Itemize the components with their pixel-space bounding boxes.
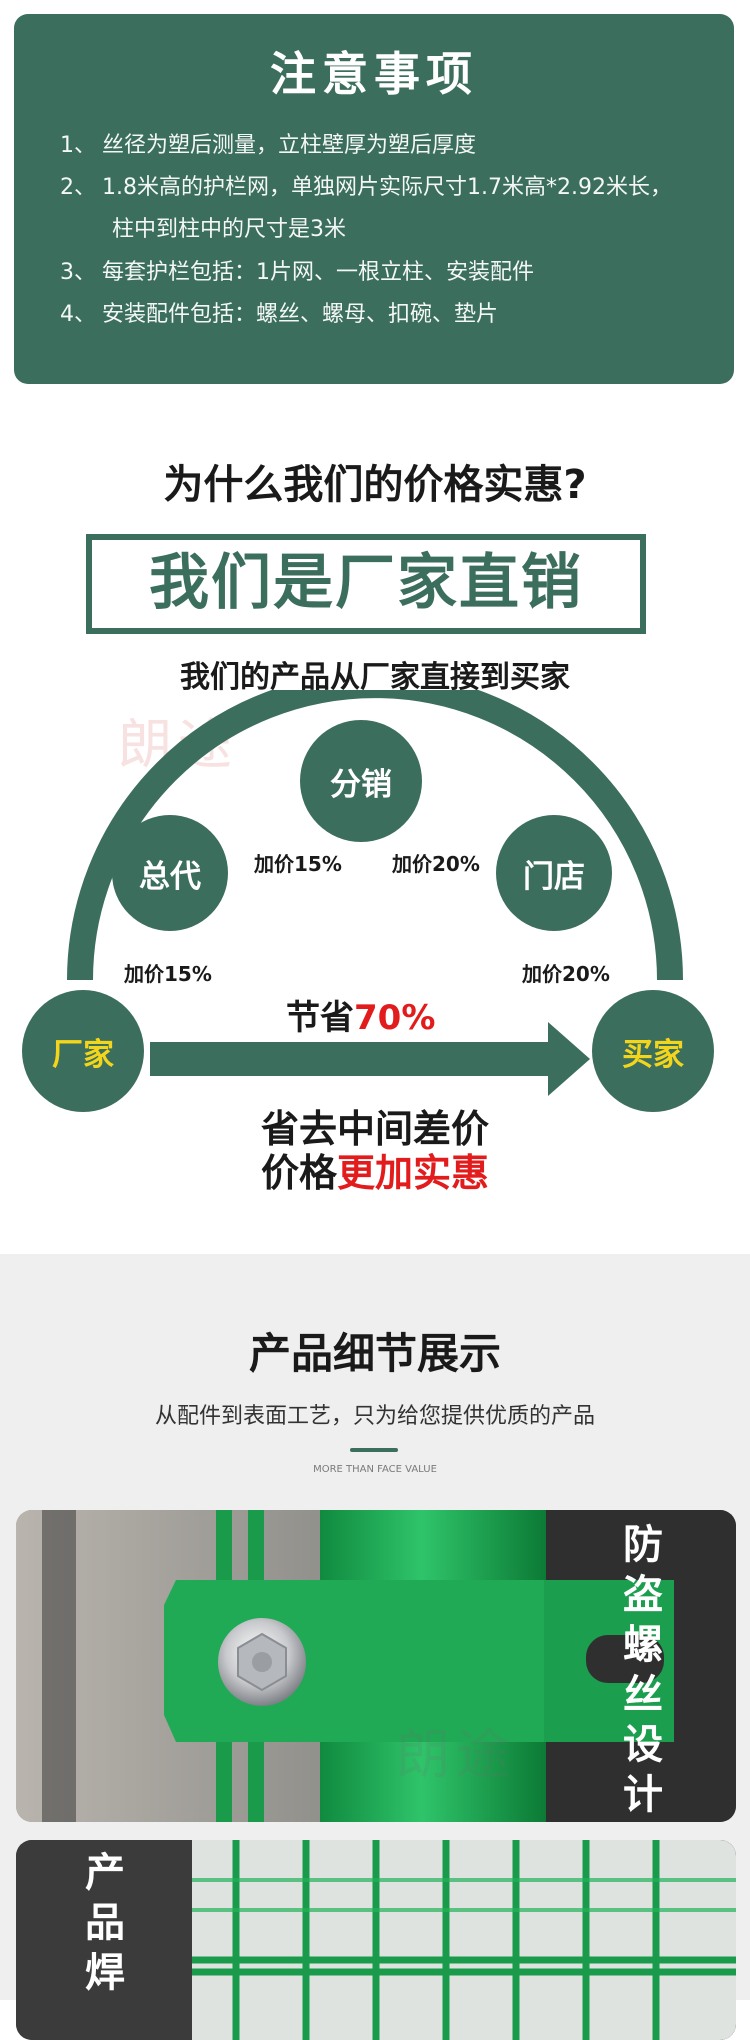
notice-card: 注意事项 1、丝径为塑后测量，立柱壁厚为塑后厚度 2、1.8米高的护栏网，单独网…: [14, 14, 734, 384]
notice-item-text: 每套护栏包括：1片网、一根立柱、安装配件: [102, 260, 534, 285]
agent-node: 总代: [112, 815, 228, 931]
notice-item-text: 安装配件包括：螺丝、螺母、扣碗、垫片: [102, 302, 499, 327]
notice-item-continuation: 柱中到柱中的尺寸是3米: [112, 217, 346, 242]
markup-factory-to-agent: 加价15%: [124, 962, 212, 986]
factory-direct-banner: 我们是厂家直销: [86, 534, 646, 634]
notice-title: 注意事项: [270, 47, 478, 101]
save-label: 节省70%: [286, 990, 435, 1039]
notice-item-text: 丝径为塑后测量，立柱壁厚为塑后厚度: [102, 133, 477, 158]
photo-product-welding: 产 品 焊: [16, 1840, 736, 2040]
buyer-node: 买家: [592, 990, 714, 1112]
feature-anti-theft-label: 防 盗 螺 丝 设 计: [623, 1522, 663, 1818]
details-subtitle: 从配件到表面工艺，只为给您提供优质的产品: [154, 1404, 595, 1429]
arrow-head-icon: [548, 1022, 590, 1096]
screw-clamp-illustration: [16, 1510, 736, 1822]
diff-line-1: 省去中间差价: [260, 1107, 489, 1151]
diff-line-2: 价格更加实惠: [0, 1142, 750, 1197]
notice-item-text: 1.8米高的护栏网，单独网片实际尺寸1.7米高*2.92米长，: [102, 175, 672, 200]
store-node: 门店: [496, 815, 612, 931]
distributor-node: 分销: [300, 720, 422, 842]
markup-distributor-to-store: 加价20%: [392, 852, 480, 876]
price-flow-arc: [67, 690, 683, 981]
save-prefix: 节省: [286, 998, 354, 1038]
factory-direct-text: 我们是厂家直销: [149, 548, 583, 618]
buyer-label: 买家: [622, 1036, 684, 1073]
notice-item: 4、安装配件包括：螺丝、螺母、扣碗、垫片: [60, 300, 498, 330]
notice-item-number: 2、: [60, 175, 96, 200]
markup-store-to-buyer: 加价20%: [522, 962, 610, 986]
why-title: 为什么我们的价格实惠?: [163, 462, 587, 508]
feature-welding-label: 产 品 焊: [85, 1850, 125, 1996]
arrow-shaft: [150, 1042, 550, 1076]
details-title: 产品细节展示: [248, 1329, 501, 1378]
notice-item-number: 4、: [60, 302, 96, 327]
notice-item: 1、丝径为塑后测量，立柱壁厚为塑后厚度: [60, 131, 476, 161]
notice-item: 3、每套护栏包括：1片网、一根立柱、安装配件: [60, 258, 534, 288]
diff-line-2-prefix: 价格: [260, 1151, 337, 1195]
markup-agent-to-distributor: 加价15%: [254, 852, 342, 876]
photo-anti-theft-screw: 防 盗 螺 丝 设 计 朗途: [16, 1510, 736, 1822]
details-divider: [350, 1448, 398, 1452]
save-value: 70%: [354, 998, 436, 1038]
diff-line-2-highlight: 更加实惠: [337, 1151, 490, 1195]
details-english-caption: MORE THAN FACE VALUE: [313, 1464, 437, 1475]
store-label: 门店: [523, 858, 585, 895]
distributor-label: 分销: [330, 766, 392, 803]
price-flow-graphic: [67, 690, 683, 1096]
photo-watermark: 朗途: [396, 1723, 516, 1786]
agent-label: 总代: [139, 858, 201, 895]
factory-label: 厂家: [52, 1036, 114, 1073]
notice-item: 2、1.8米高的护栏网，单独网片实际尺寸1.7米高*2.92米长， 柱中到柱中的…: [60, 173, 672, 242]
notice-item-number: 3、: [60, 260, 96, 285]
factory-node: 厂家: [22, 990, 144, 1112]
notice-item-number: 1、: [60, 133, 96, 158]
